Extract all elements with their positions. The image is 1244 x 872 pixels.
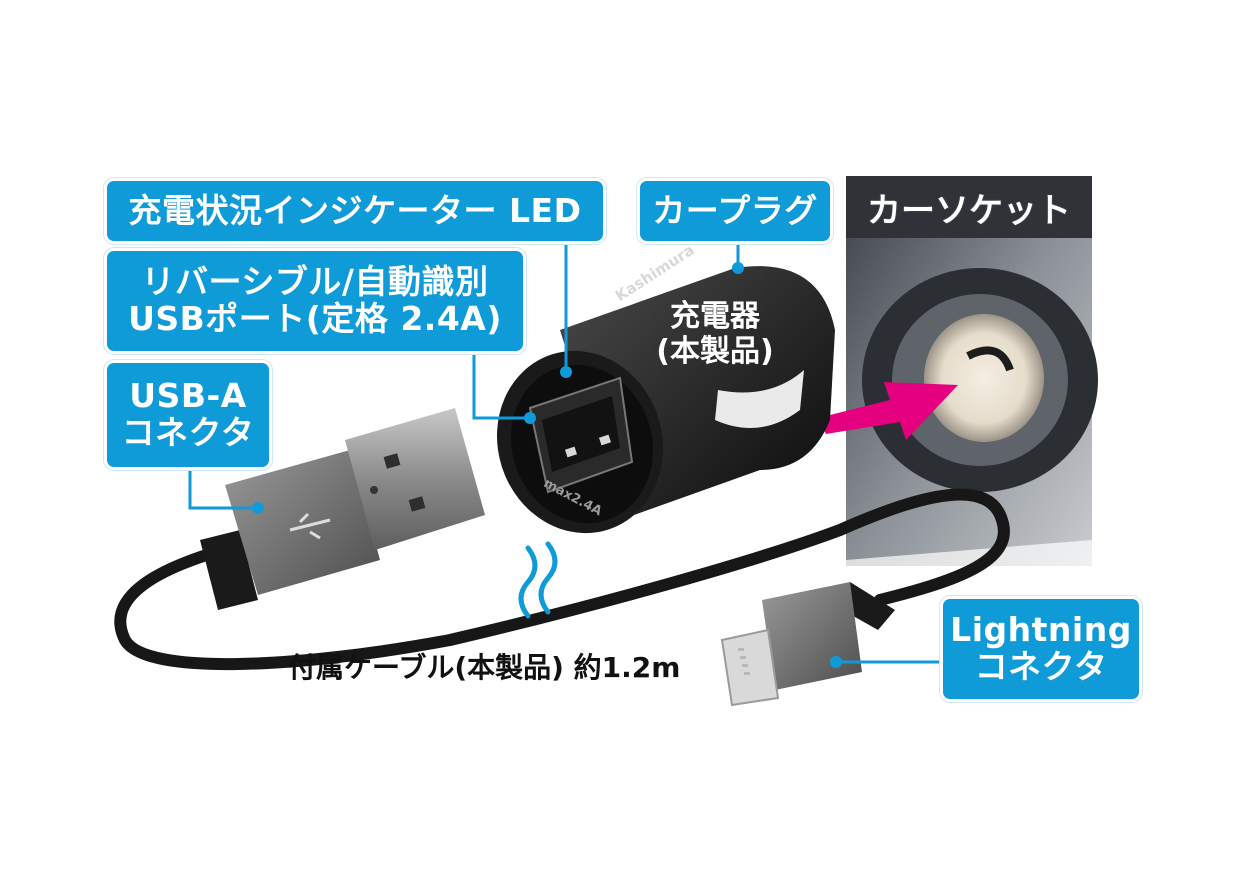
leader-dots <box>252 262 842 668</box>
car-socket-label: カーソケット <box>867 190 1071 231</box>
leader-lines <box>188 238 940 664</box>
usb-port-line1: リバーシブル/自動識別 <box>141 262 489 302</box>
led-indicator-callout: 充電状況インジケーター LED <box>104 178 606 244</box>
usb-a-line1: USB-A <box>129 376 247 416</box>
led-indicator-text: 充電状況インジケーター LED <box>128 190 582 230</box>
car-plug-callout: カープラグ <box>637 178 833 244</box>
car-plug-text: カープラグ <box>652 190 818 230</box>
car-socket-photo <box>846 176 1098 566</box>
charger-label-line1: 充電器 <box>670 299 760 334</box>
lightning-line2: コネクタ <box>974 647 1108 686</box>
lightning-connector <box>720 582 895 707</box>
cable-label: 付属ケーブル(本製品) 約1.2m <box>288 651 681 684</box>
lightning-callout: Lightning コネクタ <box>940 596 1142 702</box>
car-charger <box>496 266 835 534</box>
insert-arrow <box>818 382 958 440</box>
usb-port-line2: USBポート(定格 2.4A) <box>128 299 502 338</box>
usb-a-callout: USB-A コネクタ <box>104 360 272 470</box>
cable <box>114 488 1010 671</box>
usb-port-callout: リバーシブル/自動識別 USBポート(定格 2.4A) <box>104 248 526 354</box>
lightning-line1: Lightning <box>950 610 1132 650</box>
cable-cut-mark <box>518 541 558 619</box>
charger-label: 充電器 (本製品) <box>630 299 800 369</box>
charger-label-line2: (本製品) <box>656 333 774 369</box>
usb-a-connector <box>200 408 485 610</box>
usb-a-line2: コネクタ <box>121 413 255 452</box>
